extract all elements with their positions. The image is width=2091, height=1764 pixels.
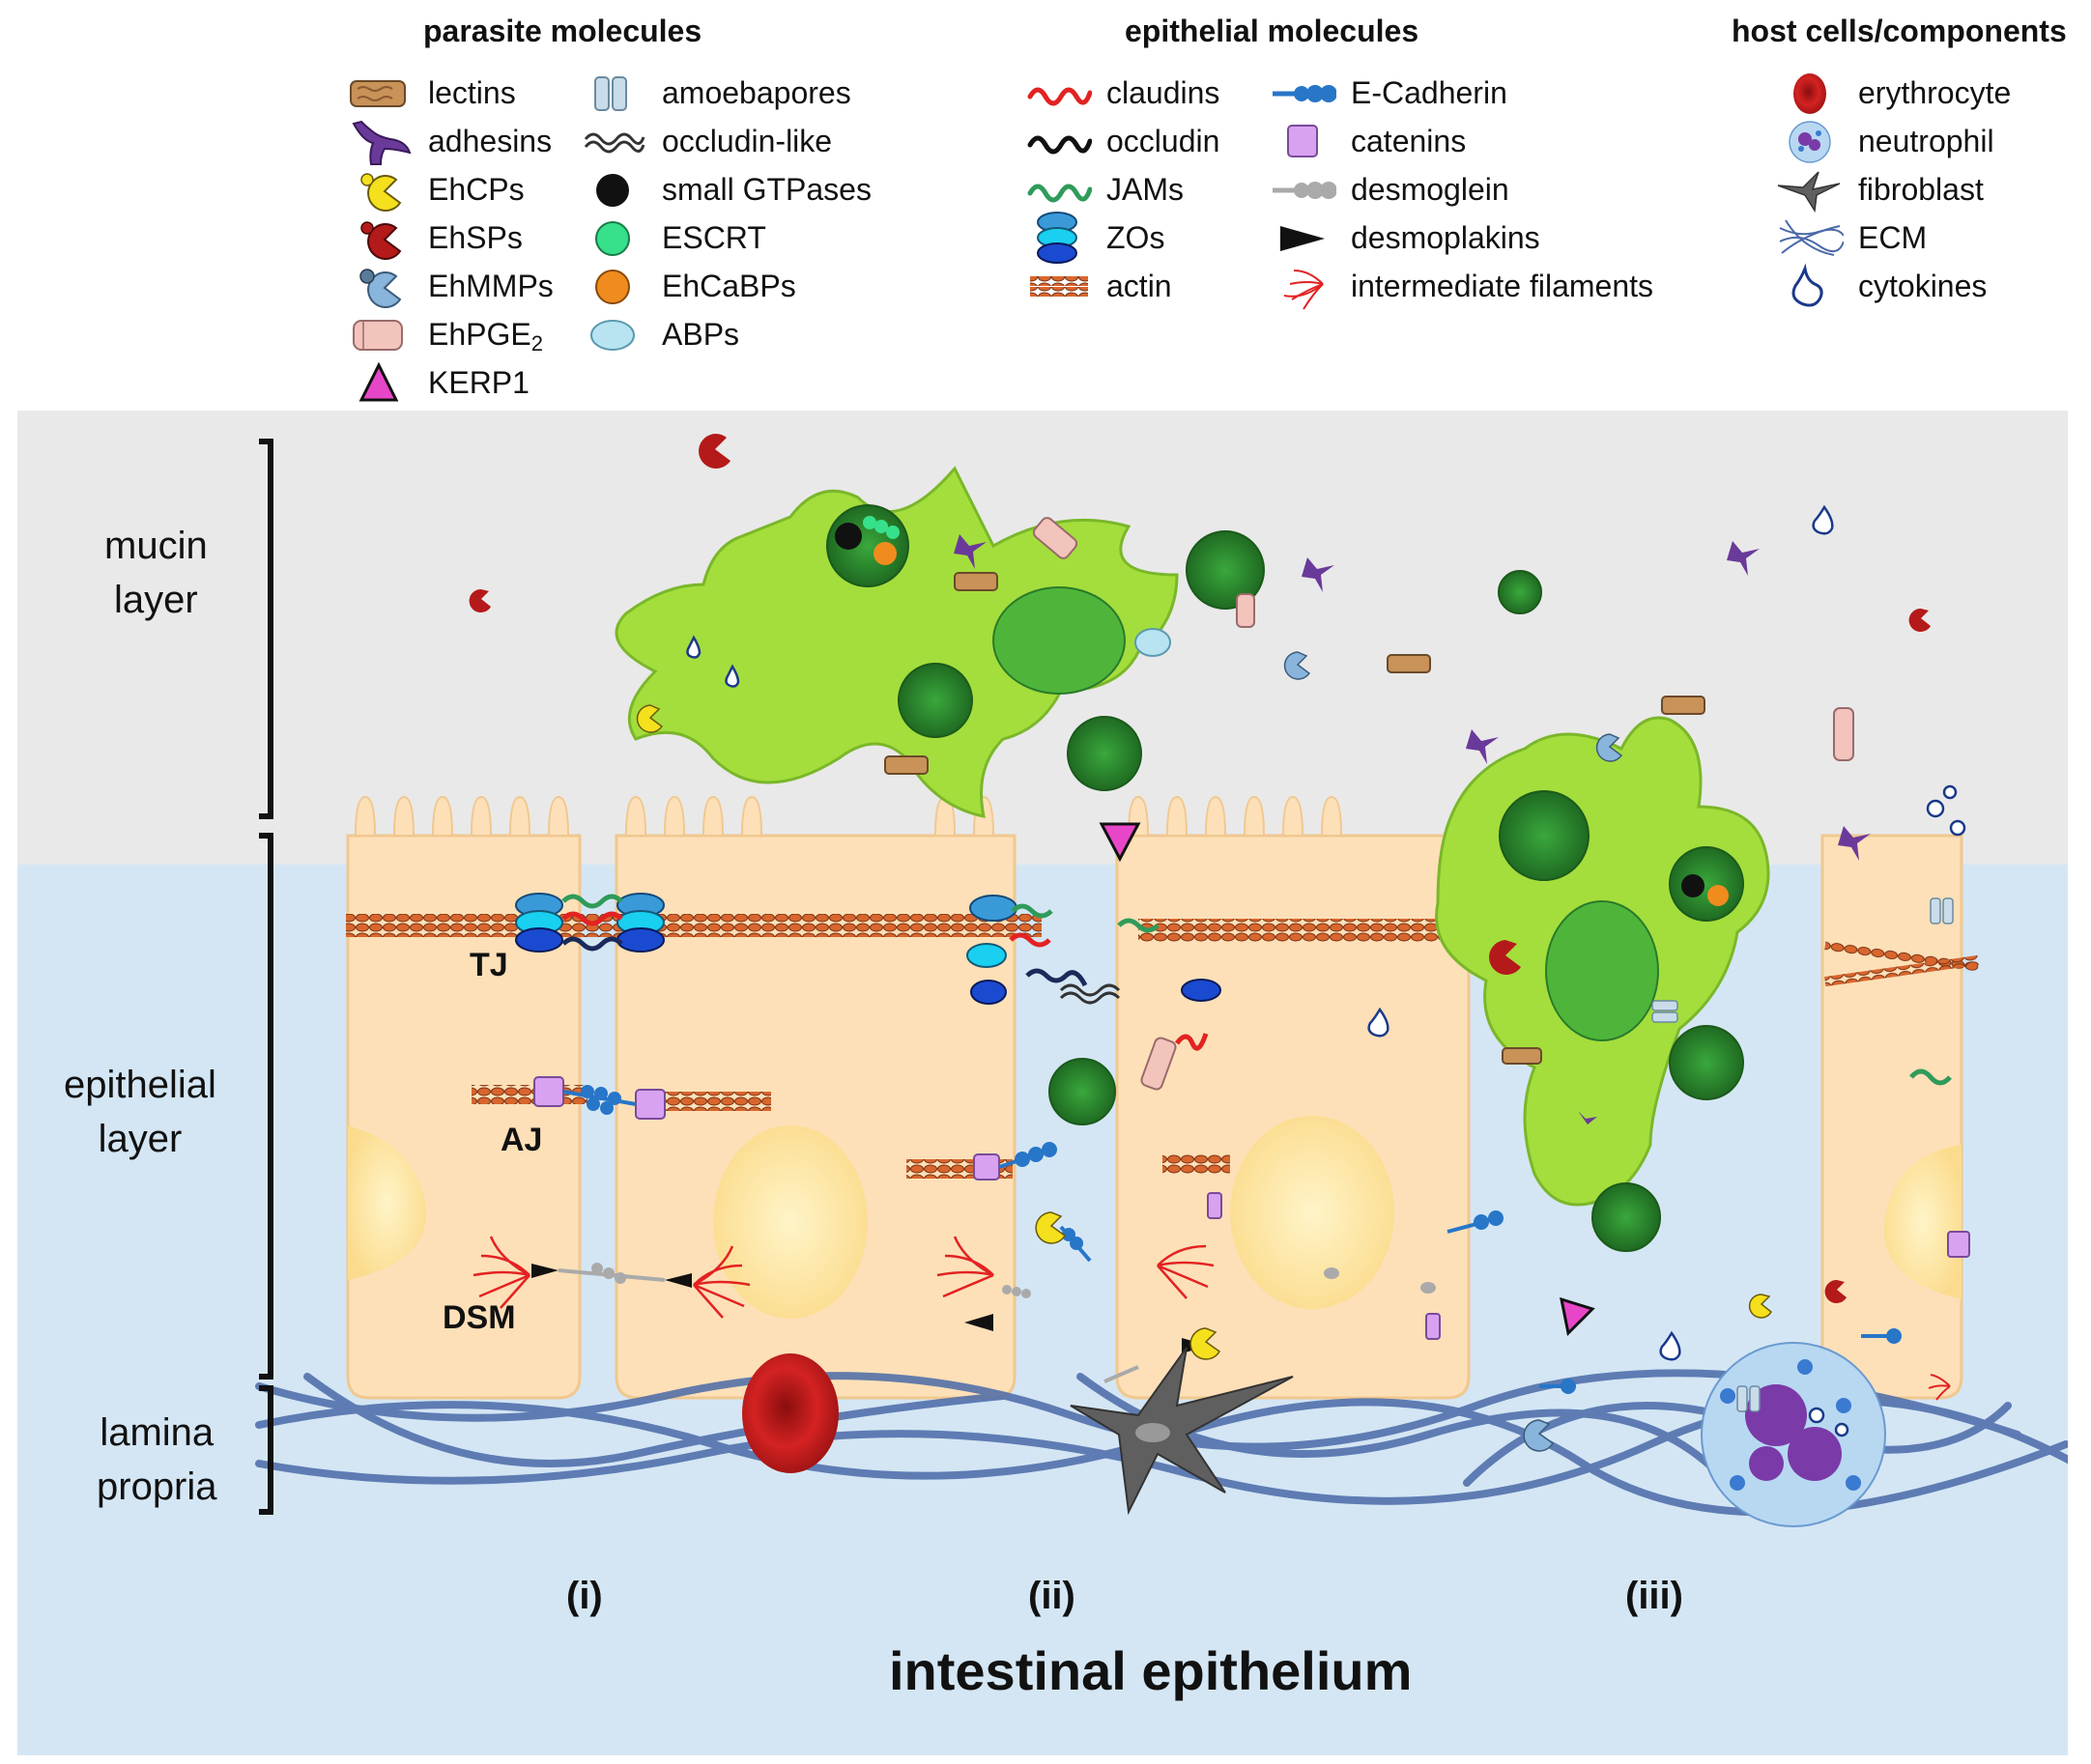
panel-label-iii: (iii) [1625, 1575, 1683, 1617]
desmoglein-icon [1273, 182, 1336, 199]
desmosome-i [473, 1236, 751, 1319]
escrt-icon [595, 221, 630, 256]
legend-label: occludin-like [662, 124, 833, 158]
layer-label-epithelial: epithelial layer [64, 1064, 216, 1160]
legend-label: desmoplakins [1351, 220, 1540, 255]
legend-label: desmoglein [1351, 172, 1509, 207]
ehpge-label-text: EhPGE [428, 317, 531, 352]
intestinal-epithelium-diagram: mucin layer epithelial layer lamina prop… [17, 411, 2068, 1755]
zo-icon [1037, 212, 1077, 264]
fibroblast-icon [1777, 171, 1841, 213]
legend-label: ESCRT [662, 220, 766, 255]
legend-label: neutrophil [1858, 124, 1994, 158]
legend-host-title: host cells/components [1732, 14, 2067, 48]
panel-label-i: (i) [566, 1575, 603, 1617]
legend-label: EhCaBPs [662, 269, 796, 303]
desmoplakin-icon [1280, 226, 1325, 251]
ehcp-icon [360, 173, 402, 212]
tight-junction-i [346, 893, 694, 953]
junction-label-dsm: DSM [443, 1299, 516, 1336]
scattered-molecules [469, 433, 1954, 1452]
adhesin-icon [352, 120, 412, 165]
junctions-iii [1447, 940, 1979, 1401]
disrupted-junctions-ii [694, 895, 1505, 1383]
ehsp-icon [360, 221, 402, 260]
catenin-icon [1287, 125, 1318, 157]
ehpge2-icon [353, 320, 403, 351]
legend-label: EhCPs [428, 172, 525, 207]
small-gtpase-icon [596, 174, 629, 207]
abp-icon [590, 320, 635, 351]
cell-nucleus [348, 1116, 1962, 1319]
legend-label: cytokines [1858, 269, 1988, 303]
legend-label: occludin [1106, 124, 1220, 158]
ecm-icon [1779, 219, 1844, 256]
legend-label: EhMMPs [428, 269, 554, 303]
legend: parasite molecules lectins adhesins EhCP… [0, 0, 2091, 406]
diagram-artwork [17, 411, 2068, 1755]
legend-label: actin [1106, 269, 1172, 303]
panel-label-ii: (ii) [1028, 1575, 1075, 1617]
lectin-icon [350, 80, 406, 107]
ehcabp-icon [595, 270, 630, 304]
occludin-like-icon [584, 132, 645, 154]
cytokines [686, 504, 1966, 1437]
legend-label: lectins [428, 75, 516, 110]
legend-label: intermediate filaments [1351, 269, 1654, 303]
junction-label-aj: AJ [501, 1122, 543, 1158]
legend-epithelial-group: epithelial molecules claudins occludin J… [966, 0, 1701, 406]
legend-label: erythrocyte [1858, 75, 2012, 110]
legend-label: ABPs [662, 317, 740, 352]
claudin-icon [1027, 87, 1092, 106]
layer-brackets [259, 439, 273, 1515]
legend-label: fibroblast [1858, 172, 1984, 207]
legend-label: claudins [1106, 75, 1220, 110]
legend-label: catenins [1351, 124, 1467, 158]
layer-label-mucin: mucin layer [104, 525, 208, 621]
adherens-junction-i [472, 1076, 771, 1120]
legend-label: ECM [1858, 220, 1928, 255]
legend-label: EhSPs [428, 220, 523, 255]
legend-label: adhesins [428, 124, 553, 158]
junction-label-tj: TJ [470, 947, 508, 983]
ehmmp-icon [359, 269, 402, 308]
epithelial-cells [346, 795, 1963, 1400]
amoebapore-icon [594, 76, 627, 111]
legend-label: amoebapores [662, 75, 851, 110]
legend-parasite-title: parasite molecules [423, 14, 702, 48]
legend-label: small GTPases [662, 172, 872, 207]
e-cadherin-icon [1273, 85, 1336, 102]
trophozoite-1 [615, 466, 1265, 818]
occludin-icon [1027, 135, 1092, 155]
legend-epithelial-title: epithelial molecules [1125, 14, 1419, 48]
neutrophil [1701, 1342, 1886, 1527]
trophozoite-2 [1435, 716, 1770, 1252]
jam-icon [1027, 184, 1092, 203]
neutrophil-icon [1789, 121, 1831, 163]
layer-label-lamina-propria: lamina propria [97, 1411, 217, 1508]
legend-host-group: host cells/components erythrocyte neutro… [1710, 0, 2091, 406]
microvilli [354, 795, 1343, 837]
legend-label: JAMs [1106, 172, 1184, 207]
main-caption: intestinal epithelium [889, 1640, 1413, 1701]
intermediate-filament-icon [1283, 270, 1324, 310]
erythrocyte-icon [1793, 73, 1826, 114]
kerp1-icon [358, 361, 399, 402]
fibroblast [1070, 1347, 1294, 1516]
legend-parasite-group: parasite molecules lectins adhesins EhCP… [0, 0, 966, 406]
actin-icon [1030, 276, 1088, 297]
cytokine-icon [1791, 263, 1823, 307]
legend-label: E-Cadherin [1351, 75, 1507, 110]
legend-label: EhPGE2 [428, 317, 543, 356]
legend-label: KERP1 [428, 365, 530, 400]
fibroblast-nucleus [1135, 1423, 1170, 1442]
ehpge-subscript: 2 [530, 331, 543, 356]
legend-label: ZOs [1106, 220, 1165, 255]
erythrocyte [742, 1353, 839, 1473]
